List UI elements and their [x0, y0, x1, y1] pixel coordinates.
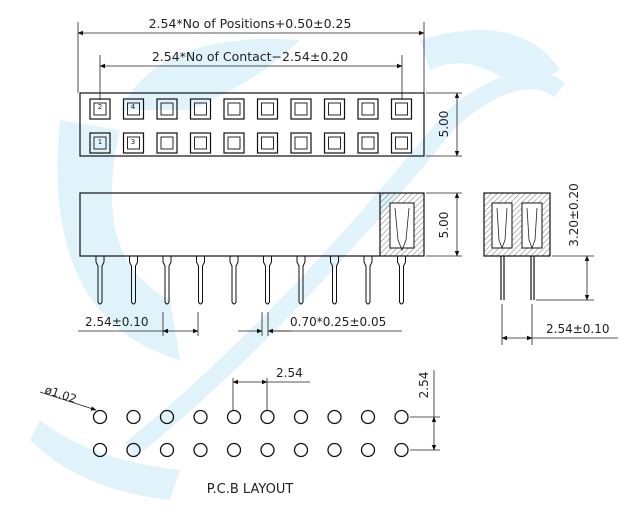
- dim-pcb-pitch-x: 2.54: [276, 366, 303, 380]
- contact-square-inner: [127, 102, 140, 116]
- dim-pcb-pitch-y: 2.54: [417, 372, 431, 399]
- contact-square: [290, 132, 312, 154]
- contact-square-inner: [194, 136, 207, 150]
- contact-square-inner: [261, 136, 274, 150]
- contact-square-inner: [361, 136, 375, 150]
- pcb-hole: [360, 409, 376, 425]
- pcb-hole: [226, 442, 242, 458]
- contact-square: [390, 132, 413, 154]
- pcb-hole: [293, 409, 309, 425]
- pin-number-1: 1: [98, 138, 102, 146]
- side-pin: [296, 256, 306, 305]
- side-pin: [397, 256, 406, 305]
- contact-square-inner: [395, 102, 408, 116]
- dim-pitch: 2.54±0.10: [85, 315, 149, 329]
- pcb-hole: [92, 409, 108, 425]
- dim-positions: 2.54*No of Positions+0.50±0.25: [149, 16, 352, 31]
- top-view-body: [79, 92, 425, 157]
- contact-square-inner: [227, 102, 241, 116]
- pin-number-2: 2: [98, 103, 102, 111]
- contact-square: [122, 132, 145, 154]
- pcb-hole: [293, 442, 309, 458]
- contact-square-inner: [395, 136, 408, 150]
- side-pin: [263, 256, 272, 305]
- contact-square-inner: [160, 136, 174, 150]
- side-pin: [229, 256, 239, 305]
- pcb-hole: [159, 409, 175, 425]
- contact-square: [323, 98, 346, 120]
- pcb-hole: [327, 442, 342, 458]
- pcb-hole: [394, 409, 409, 425]
- pcb-hole: [327, 409, 342, 425]
- contact-square: [156, 132, 178, 154]
- contact-square: [290, 98, 312, 120]
- pcb-hole: [360, 442, 376, 458]
- pin-number-4: 4: [131, 103, 136, 111]
- pcb-hole: [126, 442, 141, 458]
- dim-contact: 2.54*No of Contact−2.54±0.20: [152, 49, 348, 64]
- contact-square: [89, 98, 111, 120]
- contact-square: [156, 98, 178, 120]
- pcb-hole: [159, 442, 175, 458]
- pcb-layout-label: P.C.B LAYOUT: [207, 482, 294, 497]
- dim-side-height: 5.00: [437, 212, 451, 239]
- contact-square-inner: [261, 102, 274, 116]
- pcb-hole: [260, 409, 275, 425]
- contact-square-inner: [328, 102, 341, 116]
- side-view: 5.00 2.54±0.10 0.70*0.25±0.05: [78, 192, 462, 336]
- contact-square-inner: [227, 136, 241, 150]
- pcb-hole: [92, 442, 108, 458]
- dim-top-height: 5.00: [437, 111, 451, 138]
- contact-square: [357, 98, 379, 120]
- contact-square-inner: [93, 102, 107, 116]
- contact-square-inner: [194, 102, 207, 116]
- contact-square: [89, 132, 111, 154]
- contact-square: [256, 132, 279, 154]
- side-pin: [162, 256, 172, 305]
- dim-end-height: 3.20±0.20: [567, 183, 581, 247]
- contact-square-inner: [294, 136, 308, 150]
- contact-square: [189, 98, 212, 120]
- contact-square-inner: [361, 102, 375, 116]
- contact-square-inner: [127, 136, 140, 150]
- contact-square-inner: [294, 102, 308, 116]
- contact-square: [122, 98, 145, 120]
- end-view: 3.20±0.20 2.54±0.10: [483, 183, 618, 345]
- side-pin: [330, 256, 339, 305]
- side-pin: [95, 256, 105, 305]
- contact-square: [223, 132, 245, 154]
- pcb-hole: [126, 409, 141, 425]
- dim-pin: 0.70*0.25±0.05: [290, 315, 386, 329]
- side-pin: [363, 256, 373, 305]
- contact-square: [256, 98, 279, 120]
- pcb-hole: [226, 409, 242, 425]
- pcb-hole: [193, 409, 208, 425]
- pcb-hole: [193, 442, 208, 458]
- pcb-hole: [260, 442, 275, 458]
- pcb-layout: 2.54 2.54 ø1.02 P.C.B LAYOUT: [39, 366, 440, 497]
- contact-square: [323, 132, 346, 154]
- pin-number-3: 3: [131, 138, 135, 146]
- dim-end-pitch: 2.54±0.10: [546, 322, 610, 336]
- contact-square-inner: [93, 136, 107, 150]
- dim-hole: ø1.02: [43, 383, 78, 406]
- contact-square-inner: [160, 102, 174, 116]
- contact-square: [189, 132, 212, 154]
- contact-square: [223, 98, 245, 120]
- top-view: 2.54*No of Positions+0.50±0.25 2.54*No o…: [77, 16, 462, 157]
- contact-square-inner: [328, 136, 341, 150]
- contact-square: [390, 98, 413, 120]
- pcb-hole: [394, 442, 409, 458]
- side-pin: [196, 256, 205, 305]
- side-pin: [129, 256, 138, 305]
- contact-square: [357, 132, 379, 154]
